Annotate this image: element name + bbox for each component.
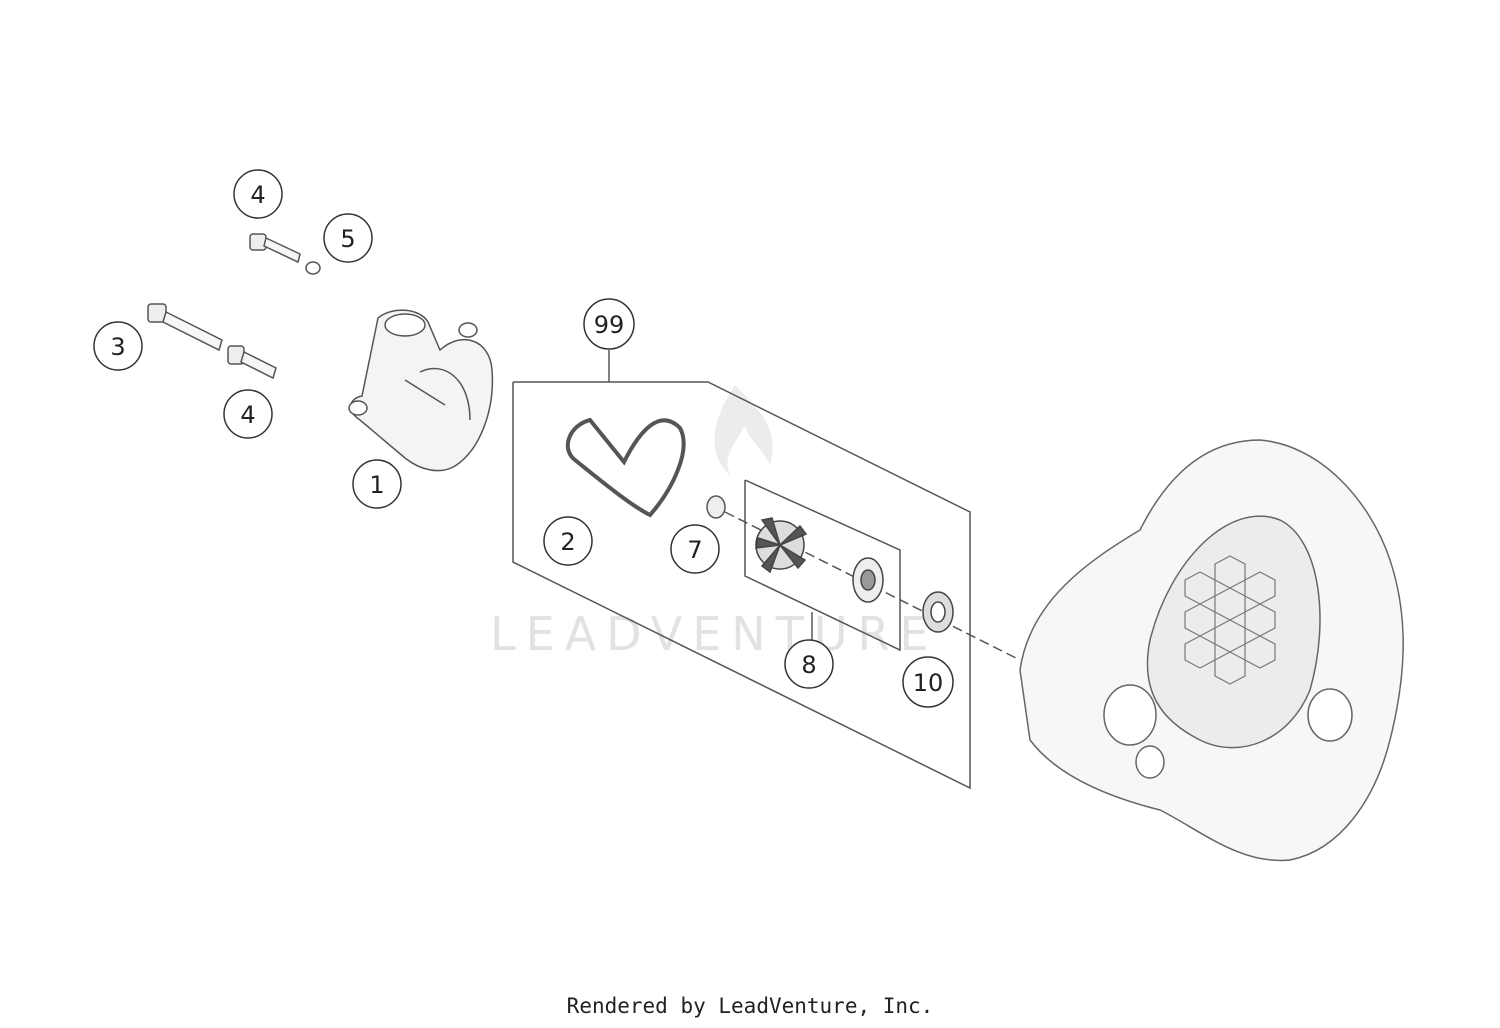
bolt-4-top bbox=[249, 233, 301, 264]
shaft-seal-10 bbox=[922, 591, 954, 633]
svg-text:10: 10 bbox=[913, 669, 944, 697]
callout-8: 8 bbox=[784, 639, 834, 689]
callout-3: 3 bbox=[93, 321, 143, 371]
callout-7: 7 bbox=[670, 524, 720, 574]
washer-5 bbox=[305, 261, 321, 275]
footer-credit: Rendered by LeadVenture, Inc. bbox=[566, 994, 934, 1018]
svg-text:3: 3 bbox=[110, 333, 125, 361]
bolt-4-lower bbox=[227, 345, 277, 380]
svg-text:99: 99 bbox=[594, 311, 625, 339]
callout-10: 10 bbox=[902, 656, 954, 708]
washer-7 bbox=[706, 495, 726, 519]
watermark: LEADVENTURE bbox=[490, 385, 939, 661]
callout-5: 5 bbox=[323, 213, 373, 263]
kit-99-outline bbox=[512, 350, 971, 790]
svg-text:1: 1 bbox=[369, 471, 384, 499]
svg-text:2: 2 bbox=[560, 528, 575, 556]
svg-text:4: 4 bbox=[240, 401, 255, 429]
svg-text:5: 5 bbox=[340, 225, 355, 253]
svg-text:7: 7 bbox=[687, 536, 702, 564]
callout-4-lower: 4 bbox=[223, 389, 273, 439]
water-pump-cover bbox=[348, 309, 494, 472]
watermark-text: LEADVENTURE bbox=[490, 607, 939, 661]
callout-1: 1 bbox=[352, 459, 402, 509]
callout-4-top: 4 bbox=[233, 169, 283, 219]
callout-99: 99 bbox=[583, 298, 635, 350]
svg-text:8: 8 bbox=[801, 651, 816, 679]
impeller-8 bbox=[755, 517, 884, 603]
bolt-3 bbox=[147, 303, 223, 352]
clutch-cover bbox=[1019, 439, 1404, 862]
svg-text:4: 4 bbox=[250, 181, 265, 209]
callout-2: 2 bbox=[543, 516, 593, 566]
o-ring-2 bbox=[565, 417, 686, 518]
